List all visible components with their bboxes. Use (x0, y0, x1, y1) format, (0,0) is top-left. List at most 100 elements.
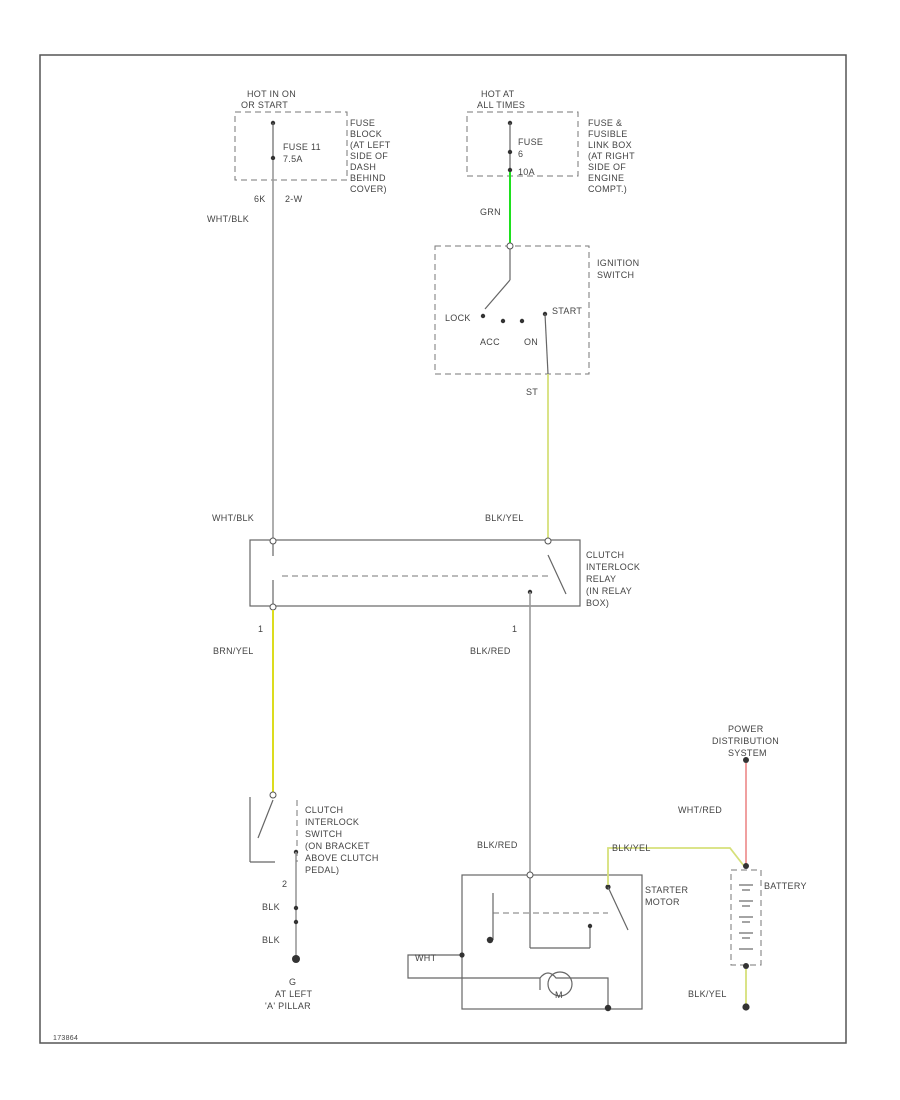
ignition-switch-box (434, 245, 590, 375)
starter-ground-dot (486, 936, 494, 944)
label-starter-2: MOTOR (645, 897, 680, 907)
label-conn-left-1: 6K (254, 194, 266, 204)
fuse-link-terminal-bottom (507, 167, 513, 173)
label-fuse-block-6: BEHIND (350, 173, 386, 183)
ignition-pos-lock (480, 313, 486, 319)
label-hot-run-start-2: OR START (241, 100, 288, 110)
label-fuse-11-amps: 7.5A (283, 154, 303, 164)
label-fuse-link-5: SIDE OF (588, 162, 626, 172)
label-acc: ACC (480, 337, 500, 347)
label-wire-brn-yel: BRN/YEL (213, 646, 254, 656)
label-ground-2: AT LEFT (275, 989, 312, 999)
label-fuse-link-2: FUSIBLE (588, 129, 628, 139)
label-relay-2: INTERLOCK (586, 562, 640, 572)
label-pds-3: SYSTEM (728, 748, 767, 758)
label-wire-blk-yel-starter: BLK/YEL (612, 843, 651, 853)
relay-terminal-bottom-left (269, 603, 277, 611)
ignition-start-lead (544, 313, 549, 375)
label-wire-blk-red-low: BLK/RED (477, 840, 518, 850)
ignition-switch-input (506, 242, 514, 250)
relay-terminal-top-right (544, 537, 552, 545)
label-wire-blk-2: BLK (262, 935, 280, 945)
label-wire-blk-1: BLK (262, 902, 280, 912)
battery-cells-icon (739, 884, 753, 950)
label-fuse-6: FUSE (518, 137, 543, 147)
label-fuse-block-1: FUSE (350, 118, 375, 128)
label-motor-m: M (555, 990, 563, 1000)
label-fuse-link-7: COMPT.) (588, 184, 627, 194)
label-conn-left-2: 2-W (285, 194, 303, 204)
label-ign-sw-2: SWITCH (597, 270, 634, 280)
starter-field-winding (462, 972, 609, 1008)
label-ign-sw-1: IGNITION (597, 258, 639, 268)
ignition-switch-blade (484, 279, 511, 310)
relay-switch-blade (547, 554, 567, 595)
label-ground-3: 'A' PILLAR (265, 1001, 311, 1011)
label-wire-blk-yel-bottom: BLK/YEL (688, 989, 727, 999)
label-relay-5: BOX) (586, 598, 609, 608)
clutch-switch-terminal-top (269, 791, 277, 799)
label-wire-grn: GRN (480, 207, 501, 217)
relay-terminal-top-left (269, 537, 277, 545)
label-clutch-sw-1: CLUTCH (305, 805, 343, 815)
diagram-id: 173864 (53, 1035, 78, 1042)
label-starter-wire: WHT (415, 953, 437, 963)
wire-blk-yel-starter (607, 847, 745, 885)
label-clutch-pin: 2 (282, 879, 287, 889)
label-fuse-link-3: LINK BOX (588, 140, 632, 150)
label-hot-at-all-2: ALL TIMES (477, 100, 525, 110)
battery-negative-terminal (743, 963, 749, 969)
label-clutch-sw-5: ABOVE CLUTCH (305, 853, 379, 863)
relay-box (249, 539, 581, 607)
label-wire-wht-blk-mid: WHT/BLK (212, 513, 254, 523)
starter-motor-box (461, 874, 643, 1010)
label-lock: LOCK (445, 313, 471, 323)
label-relay-1: CLUTCH (586, 550, 624, 560)
label-fuse-block-7: COVER) (350, 184, 387, 194)
ground-splice-2 (293, 919, 299, 925)
label-hot-at-all-1: HOT AT (481, 89, 515, 99)
fuse-block-box (234, 111, 348, 181)
ground-point-icon (292, 955, 300, 963)
label-relay-4: (IN RELAY (586, 586, 632, 596)
label-fuse-block-5: DASH (350, 162, 376, 172)
battery-positive-terminal (743, 863, 749, 869)
label-fuse-6-num: 6 (518, 149, 523, 159)
label-clutch-sw-2: INTERLOCK (305, 817, 359, 827)
starter-terminal-s (526, 871, 534, 879)
label-fuse-block-4: SIDE OF (350, 151, 388, 161)
fuse-link-box (466, 111, 579, 177)
label-pin-left-relay: 1 (258, 624, 263, 634)
label-on: ON (524, 337, 538, 347)
label-fuse-link-4: (AT RIGHT (588, 151, 635, 161)
fuse-link-terminal-mid (507, 149, 513, 155)
label-fuse-link-1: FUSE & (588, 118, 622, 128)
label-pds-2: DISTRIBUTION (712, 736, 779, 746)
label-fuse-block-3: (AT LEFT (350, 140, 391, 150)
label-ground-1: G (289, 977, 296, 987)
pds-terminal (743, 757, 749, 763)
label-wire-blk-yel-relay: BLK/YEL (485, 513, 524, 523)
fuse-block-terminal-bottom (270, 155, 276, 161)
starter-motor-symbol (547, 971, 573, 997)
label-clutch-sw-3: SWITCH (305, 829, 342, 839)
label-fuse-block-2: BLOCK (350, 129, 382, 139)
label-pin-right-relay: 1 (512, 624, 517, 634)
label-ign-pin: ST (526, 387, 538, 397)
starter-ground-terminal (604, 1004, 612, 1012)
label-pds-1: POWER (728, 724, 764, 734)
label-fuse-link-6: ENGINE (588, 173, 624, 183)
battery-ground-icon (742, 1003, 750, 1011)
starter-external-node (459, 952, 465, 958)
ignition-pos-acc (500, 318, 506, 324)
diagram-border (39, 54, 847, 1044)
label-wire-wht-blk-top: WHT/BLK (207, 214, 249, 224)
label-wire-blk-red-mid: BLK/RED (470, 646, 511, 656)
label-fuse-11: FUSE 11 (283, 142, 321, 152)
starter-internal-node (587, 923, 593, 929)
label-clutch-sw-4: (ON BRACKET (305, 841, 370, 851)
label-hot-run-start-1: HOT IN ON (247, 89, 296, 99)
label-start: START (552, 306, 582, 316)
label-relay-3: RELAY (586, 574, 616, 584)
